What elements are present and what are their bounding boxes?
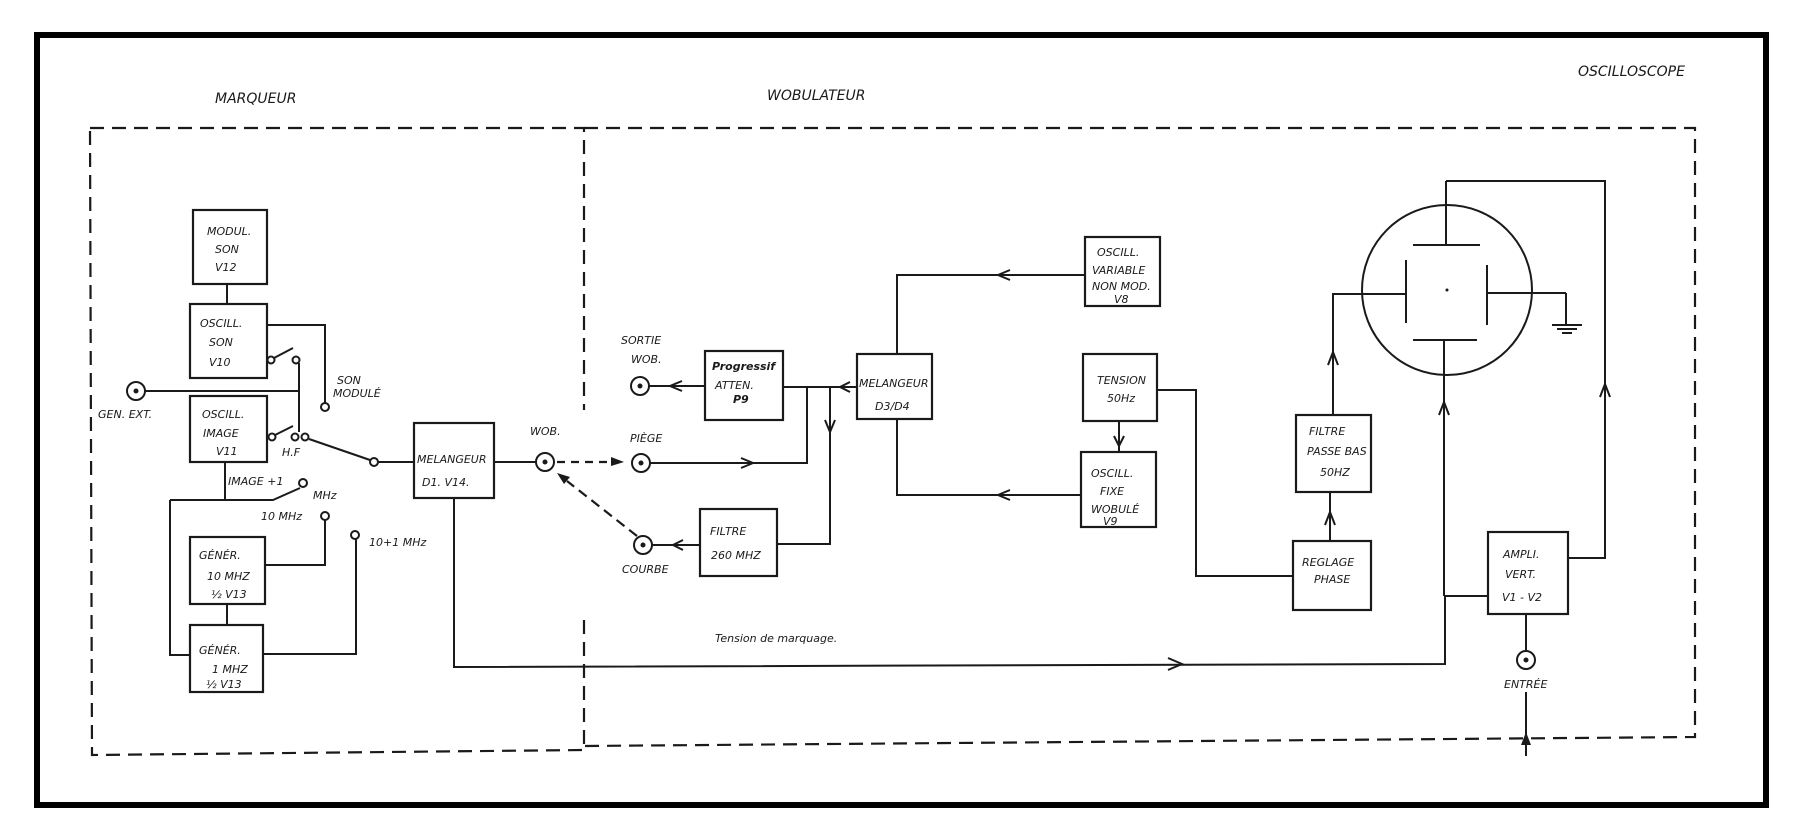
block-oscill-image: OSCILL. IMAGE V11 bbox=[188, 394, 269, 464]
terminal-gen-ext bbox=[126, 381, 146, 401]
svg-text:AMPLI.: AMPLI. bbox=[1502, 548, 1540, 561]
svg-text:50Hz: 50Hz bbox=[1107, 392, 1135, 405]
label-10-plus-1-mhz: 10+1 MHz bbox=[369, 536, 426, 549]
block-tension-50hz: TENSION 50Hz bbox=[1081, 352, 1159, 423]
block-melangeur-d1: MELANGEUR D1. V14. bbox=[412, 421, 496, 500]
svg-text:FILTRE: FILTRE bbox=[710, 525, 746, 538]
svg-text:ATTEN.: ATTEN. bbox=[714, 379, 754, 392]
svg-text:NON MOD.: NON MOD. bbox=[1092, 280, 1151, 293]
svg-text:MELANGEUR: MELANGEUR bbox=[417, 453, 487, 466]
label-mhz: MHz bbox=[313, 489, 337, 502]
block-progressif-atten: Progressif ATTEN. P9 bbox=[703, 349, 785, 422]
svg-text:FIXE: FIXE bbox=[1100, 485, 1124, 498]
svg-text:TENSION: TENSION bbox=[1097, 374, 1146, 387]
svg-text:P9: P9 bbox=[733, 393, 749, 406]
svg-text:VARIABLE: VARIABLE bbox=[1092, 264, 1145, 277]
block-gener-1mhz: GÉNÉR. 1 MHZ ½ V13 bbox=[188, 623, 265, 694]
svg-text:Progressif: Progressif bbox=[712, 360, 776, 373]
svg-text:½ V13: ½ V13 bbox=[211, 588, 247, 601]
wobulateur-boundary bbox=[583, 126, 1697, 748]
block-oscill-variable: OSCILL. VARIABLE NON MOD. V8 bbox=[1083, 235, 1162, 308]
svg-text:IMAGE: IMAGE bbox=[203, 427, 239, 440]
marqueur-boundary bbox=[88, 126, 586, 757]
selector-common bbox=[300, 432, 310, 442]
svg-text:260 MHZ: 260 MHZ bbox=[711, 549, 761, 562]
label-sortie-wob: SORTIE bbox=[621, 334, 661, 347]
ground-icon bbox=[1552, 293, 1582, 334]
terminal-piege bbox=[631, 453, 651, 473]
svg-text:V11: V11 bbox=[216, 445, 238, 458]
svg-text:SON: SON bbox=[215, 243, 239, 256]
block-melangeur-d3d4: MELANGEUR D3/D4 bbox=[855, 352, 934, 421]
label-gen-ext: GEN. EXT. bbox=[98, 408, 152, 421]
label-piege: PIÈGE bbox=[630, 432, 662, 445]
block-oscill-son: OSCILL. SON V10 bbox=[188, 302, 269, 380]
svg-text:OSCILL.: OSCILL. bbox=[202, 408, 244, 421]
label-image-plus-1: IMAGE +1 bbox=[228, 475, 283, 488]
svg-text:1 MHZ: 1 MHZ bbox=[212, 663, 248, 676]
label-wob: WOB. bbox=[530, 425, 561, 438]
terminal-entree bbox=[1516, 650, 1536, 670]
svg-text:V1 - V2: V1 - V2 bbox=[1502, 591, 1542, 604]
label-10mhz: 10 MHz bbox=[261, 510, 302, 523]
terminal-wob bbox=[535, 452, 555, 472]
section-label-oscilloscope: OSCILLOSCOPE bbox=[1578, 64, 1685, 80]
svg-text:SON: SON bbox=[209, 336, 233, 349]
block-gener-10mhz: GÉNÉR. 10 MHZ ½ V13 bbox=[188, 535, 267, 606]
svg-text:GÉNÉR.: GÉNÉR. bbox=[199, 549, 241, 562]
terminal-sortie-wob bbox=[630, 376, 650, 396]
svg-text:WOBULÉ: WOBULÉ bbox=[1091, 503, 1139, 516]
crt-tube-icon bbox=[1361, 181, 1566, 596]
terminal-courbe bbox=[633, 535, 653, 555]
outer-frame bbox=[34, 32, 1769, 808]
svg-text:PHASE: PHASE bbox=[1314, 573, 1350, 586]
svg-text:OSCILL.: OSCILL. bbox=[200, 317, 242, 330]
block-oscill-fixe: OSCILL. FIXE WOBULÉ V9 bbox=[1079, 450, 1158, 529]
terminal-son-module bbox=[320, 402, 330, 412]
label-tension-marquage: Tension de marquage. bbox=[715, 632, 837, 645]
svg-text:FILTRE: FILTRE bbox=[1309, 425, 1345, 438]
svg-text:D3/D4: D3/D4 bbox=[875, 400, 910, 413]
svg-text:MODULÉ: MODULÉ bbox=[333, 387, 381, 400]
section-label-marqueur: MARQUEUR bbox=[215, 91, 296, 107]
svg-text:50HZ: 50HZ bbox=[1320, 466, 1350, 479]
svg-text:V12: V12 bbox=[215, 261, 237, 274]
block-filtre-260mhz: FILTRE 260 MHZ bbox=[698, 507, 779, 578]
svg-text:½ V13: ½ V13 bbox=[206, 678, 242, 691]
section-label-wobulateur: WOBULATEUR bbox=[767, 88, 865, 104]
svg-text:VERT.: VERT. bbox=[1505, 568, 1536, 581]
svg-text:OSCILL.: OSCILL. bbox=[1097, 246, 1139, 259]
svg-text:D1. V14.: D1. V14. bbox=[422, 476, 469, 489]
svg-text:MODUL.: MODUL. bbox=[207, 225, 251, 238]
svg-text:V8: V8 bbox=[1114, 293, 1129, 306]
switch-son-contact bbox=[266, 355, 276, 365]
label-entree: ENTRÉE bbox=[1504, 678, 1547, 691]
block-ampli-vert: AMPLI. VERT. V1 - V2 bbox=[1486, 530, 1570, 616]
svg-text:MELANGEUR: MELANGEUR bbox=[859, 377, 929, 390]
svg-text:V9: V9 bbox=[1103, 515, 1118, 528]
label-hf: H.F bbox=[282, 446, 301, 459]
label-son-module: SON bbox=[337, 374, 361, 387]
block-reglage-phase: REGLAGE PHASE bbox=[1291, 539, 1373, 612]
block-filtre-passe-bas: FILTRE PASSE BAS 50HZ bbox=[1294, 413, 1373, 494]
svg-text:OSCILL.: OSCILL. bbox=[1091, 467, 1133, 480]
svg-text:REGLAGE: REGLAGE bbox=[1302, 556, 1354, 569]
svg-text:PASSE BAS: PASSE BAS bbox=[1307, 445, 1367, 458]
svg-text:V10: V10 bbox=[209, 356, 231, 369]
svg-text:10 MHZ: 10 MHZ bbox=[207, 570, 250, 583]
block-modul-son: MODUL. SON V12 bbox=[191, 208, 269, 286]
svg-text:WOB.: WOB. bbox=[631, 353, 662, 366]
label-courbe: COURBE bbox=[622, 563, 669, 576]
svg-text:GÉNÉR.: GÉNÉR. bbox=[199, 644, 241, 657]
